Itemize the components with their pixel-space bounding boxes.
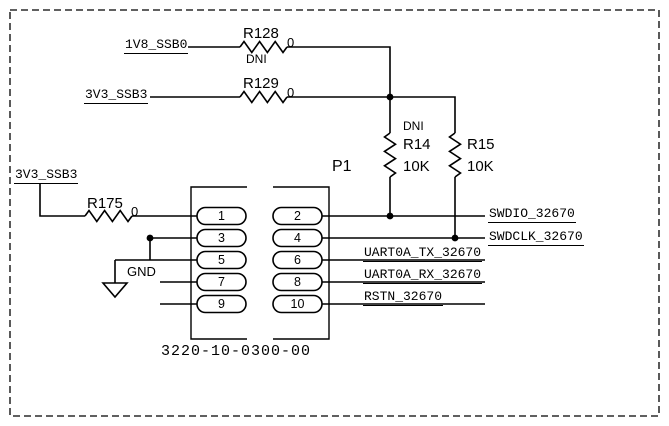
pin-pad-3 bbox=[196, 228, 247, 248]
connector-right-bracket bbox=[273, 186, 330, 340]
pin-pad-6 bbox=[272, 250, 323, 270]
pin-pad-9 bbox=[196, 294, 247, 314]
net-label-1v8-ssb0: 1V8_SSB0 bbox=[124, 37, 189, 54]
net-label-swdclk: SWDCLK_32670 bbox=[488, 229, 584, 246]
resistor-r128-symbol bbox=[239, 40, 288, 54]
wire-3v3left-to-r175 bbox=[39, 183, 85, 217]
gnd-label: GND bbox=[127, 264, 156, 279]
resistor-symbols bbox=[84, 40, 462, 223]
wire-r128-to-junction bbox=[287, 46, 391, 133]
net-label-3v3-ssb3-left: 3V3_SSB3 bbox=[14, 167, 79, 184]
value-r129: 0 bbox=[287, 85, 295, 100]
pin-number-8: 8 bbox=[294, 274, 301, 289]
pin-number-7: 7 bbox=[218, 274, 225, 289]
pin-number-10: 10 bbox=[290, 296, 305, 311]
pin-pad-7 bbox=[196, 272, 247, 292]
value-r128: 0 bbox=[287, 35, 295, 50]
refdes-r14: R14 bbox=[403, 136, 431, 153]
refdes-p1: P1 bbox=[332, 158, 352, 175]
note-r14-dni: DNI bbox=[403, 119, 424, 133]
value-r14: 10K bbox=[403, 158, 430, 175]
resistor-r175-symbol bbox=[84, 209, 133, 223]
resistor-r129-symbol bbox=[239, 90, 288, 104]
net-label-rstn: RSTN_32670 bbox=[363, 289, 444, 306]
pin-number-6: 6 bbox=[294, 252, 301, 267]
value-r175: 0 bbox=[131, 204, 139, 219]
resistor-r15-symbol bbox=[448, 132, 462, 178]
pin-number-2: 2 bbox=[294, 208, 301, 223]
ground-symbol bbox=[101, 282, 129, 299]
refdes-r175: R175 bbox=[87, 195, 123, 212]
pin-number-9: 9 bbox=[218, 296, 225, 311]
connector-part-number: 3220-10-0300-00 bbox=[161, 343, 312, 360]
ground-triangle-icon bbox=[101, 282, 129, 299]
connector-outline bbox=[190, 186, 330, 340]
junction-dot bbox=[386, 212, 394, 220]
junction-dot bbox=[146, 234, 154, 242]
pin-pad-2 bbox=[272, 206, 323, 226]
resistor-r14-symbol bbox=[383, 132, 397, 178]
pin-pad-1 bbox=[196, 206, 247, 226]
pin-number-4: 4 bbox=[294, 230, 301, 245]
pin-number-1: 1 bbox=[218, 208, 225, 223]
junction-dot bbox=[451, 234, 459, 242]
note-r128-dni: DNI bbox=[246, 52, 267, 66]
pin-pad-5 bbox=[196, 250, 247, 270]
pin-pad-4 bbox=[272, 228, 323, 248]
pin-pad-10 bbox=[272, 294, 323, 314]
connector-pins bbox=[196, 206, 323, 314]
net-label-swdio: SWDIO_32670 bbox=[488, 206, 576, 223]
pin-number-3: 3 bbox=[218, 230, 225, 245]
net-label-uart-rx: UART0A_RX_32670 bbox=[363, 267, 483, 284]
sheet-border bbox=[9, 9, 660, 417]
wire-r129-to-r15 bbox=[287, 96, 456, 133]
refdes-r128: R128 bbox=[243, 25, 279, 42]
junction-dots bbox=[146, 93, 459, 242]
net-label-3v3-ssb3-top: 3V3_SSB3 bbox=[84, 87, 149, 104]
refdes-r15: R15 bbox=[467, 136, 495, 153]
net-label-uart-tx: UART0A_TX_32670 bbox=[363, 245, 483, 262]
pin-number-5: 5 bbox=[218, 252, 225, 267]
junction-dot bbox=[386, 93, 394, 101]
refdes-r129: R129 bbox=[243, 75, 279, 92]
pin-pad-8 bbox=[272, 272, 323, 292]
wires bbox=[39, 46, 485, 305]
connector-left-bracket bbox=[190, 186, 247, 340]
value-r15: 10K bbox=[467, 158, 494, 175]
